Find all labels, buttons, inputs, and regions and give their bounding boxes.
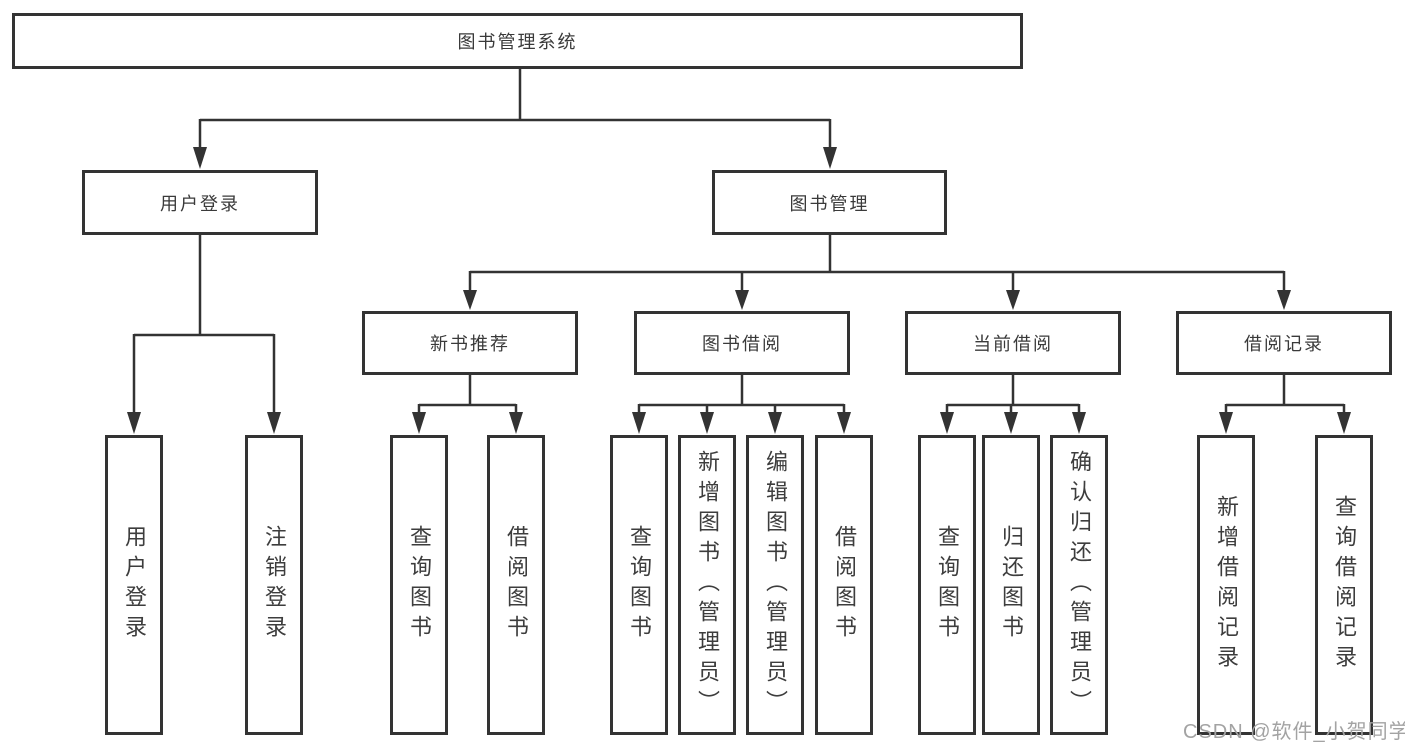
- leaf-logout: 注销登录: [245, 435, 303, 735]
- node-book-management: 图书管理: [712, 170, 947, 235]
- leaf-query-books-current: 查询图书: [918, 435, 976, 735]
- arrowhead: [509, 412, 523, 434]
- arrowhead: [412, 412, 426, 434]
- arrowhead: [700, 412, 714, 434]
- leaf-label: 注销登录: [262, 525, 287, 645]
- leaf-user-login: 用户登录: [105, 435, 163, 735]
- arrowhead: [1072, 412, 1086, 434]
- node-borrowing-records: 借阅记录: [1176, 311, 1392, 375]
- connector-book-management-children: [463, 235, 1291, 310]
- leaf-edit-book-admin: 编辑图书（管理员）: [746, 435, 804, 735]
- leaf-label: 查询图书: [627, 525, 652, 645]
- leaf-query-books-recommend: 查询图书: [390, 435, 448, 735]
- leaf-label: 查询借阅记录: [1332, 495, 1357, 675]
- connector-root-to-level2: [193, 69, 837, 169]
- leaf-label: 编辑图书（管理员）: [763, 450, 788, 720]
- connector-borrowing-records-children: [1219, 375, 1351, 434]
- arrowhead: [632, 412, 646, 434]
- leaf-confirm-return-admin: 确认归还（管理员）: [1050, 435, 1108, 735]
- node-root: 图书管理系统: [12, 13, 1023, 69]
- arrowhead: [1219, 412, 1233, 434]
- node-book-borrowing: 图书借阅: [634, 311, 850, 375]
- arrowhead: [735, 290, 749, 310]
- leaf-add-borrow-record: 新增借阅记录: [1197, 435, 1255, 735]
- connector-user-login-children: [127, 235, 281, 434]
- leaf-add-book-admin: 新增图书（管理员）: [678, 435, 736, 735]
- node-new-book-recommendation: 新书推荐: [362, 311, 578, 375]
- arrowhead: [837, 412, 851, 434]
- leaf-label: 查询图书: [407, 525, 432, 645]
- arrowhead: [1277, 290, 1291, 310]
- connector-book-borrowing-children: [632, 375, 851, 434]
- arrowhead: [267, 412, 281, 434]
- leaf-query-books-borrowing: 查询图书: [610, 435, 668, 735]
- arrowhead: [1006, 290, 1020, 310]
- leaf-return-books: 归还图书: [982, 435, 1040, 735]
- arrowhead: [127, 412, 141, 434]
- connector-new-book-recommendation-children: [412, 375, 523, 434]
- csdn-watermark: CSDN @软件_小贺同学: [1183, 721, 1405, 743]
- connector-current-borrowing-children: [940, 375, 1086, 434]
- arrowhead: [463, 290, 477, 310]
- leaf-label: 确认归还（管理员）: [1067, 450, 1092, 720]
- leaf-label: 新增图书（管理员）: [695, 450, 720, 720]
- leaf-label: 查询图书: [935, 525, 960, 645]
- leaf-label: 用户登录: [122, 525, 147, 645]
- arrowhead: [1004, 412, 1018, 434]
- arrowhead: [1337, 412, 1351, 434]
- arrowhead: [193, 147, 207, 169]
- arrowhead: [823, 147, 837, 169]
- arrowhead: [768, 412, 782, 434]
- node-user-login: 用户登录: [82, 170, 318, 235]
- leaf-query-borrow-record: 查询借阅记录: [1315, 435, 1373, 735]
- arrowhead: [940, 412, 954, 434]
- leaf-borrow-books-recommend: 借阅图书: [487, 435, 545, 735]
- node-current-borrowing: 当前借阅: [905, 311, 1121, 375]
- leaf-label: 借阅图书: [504, 525, 529, 645]
- leaf-label: 借阅图书: [832, 525, 857, 645]
- leaf-label: 归还图书: [999, 525, 1024, 645]
- leaf-label: 新增借阅记录: [1214, 495, 1239, 675]
- leaf-borrow-books-borrowing: 借阅图书: [815, 435, 873, 735]
